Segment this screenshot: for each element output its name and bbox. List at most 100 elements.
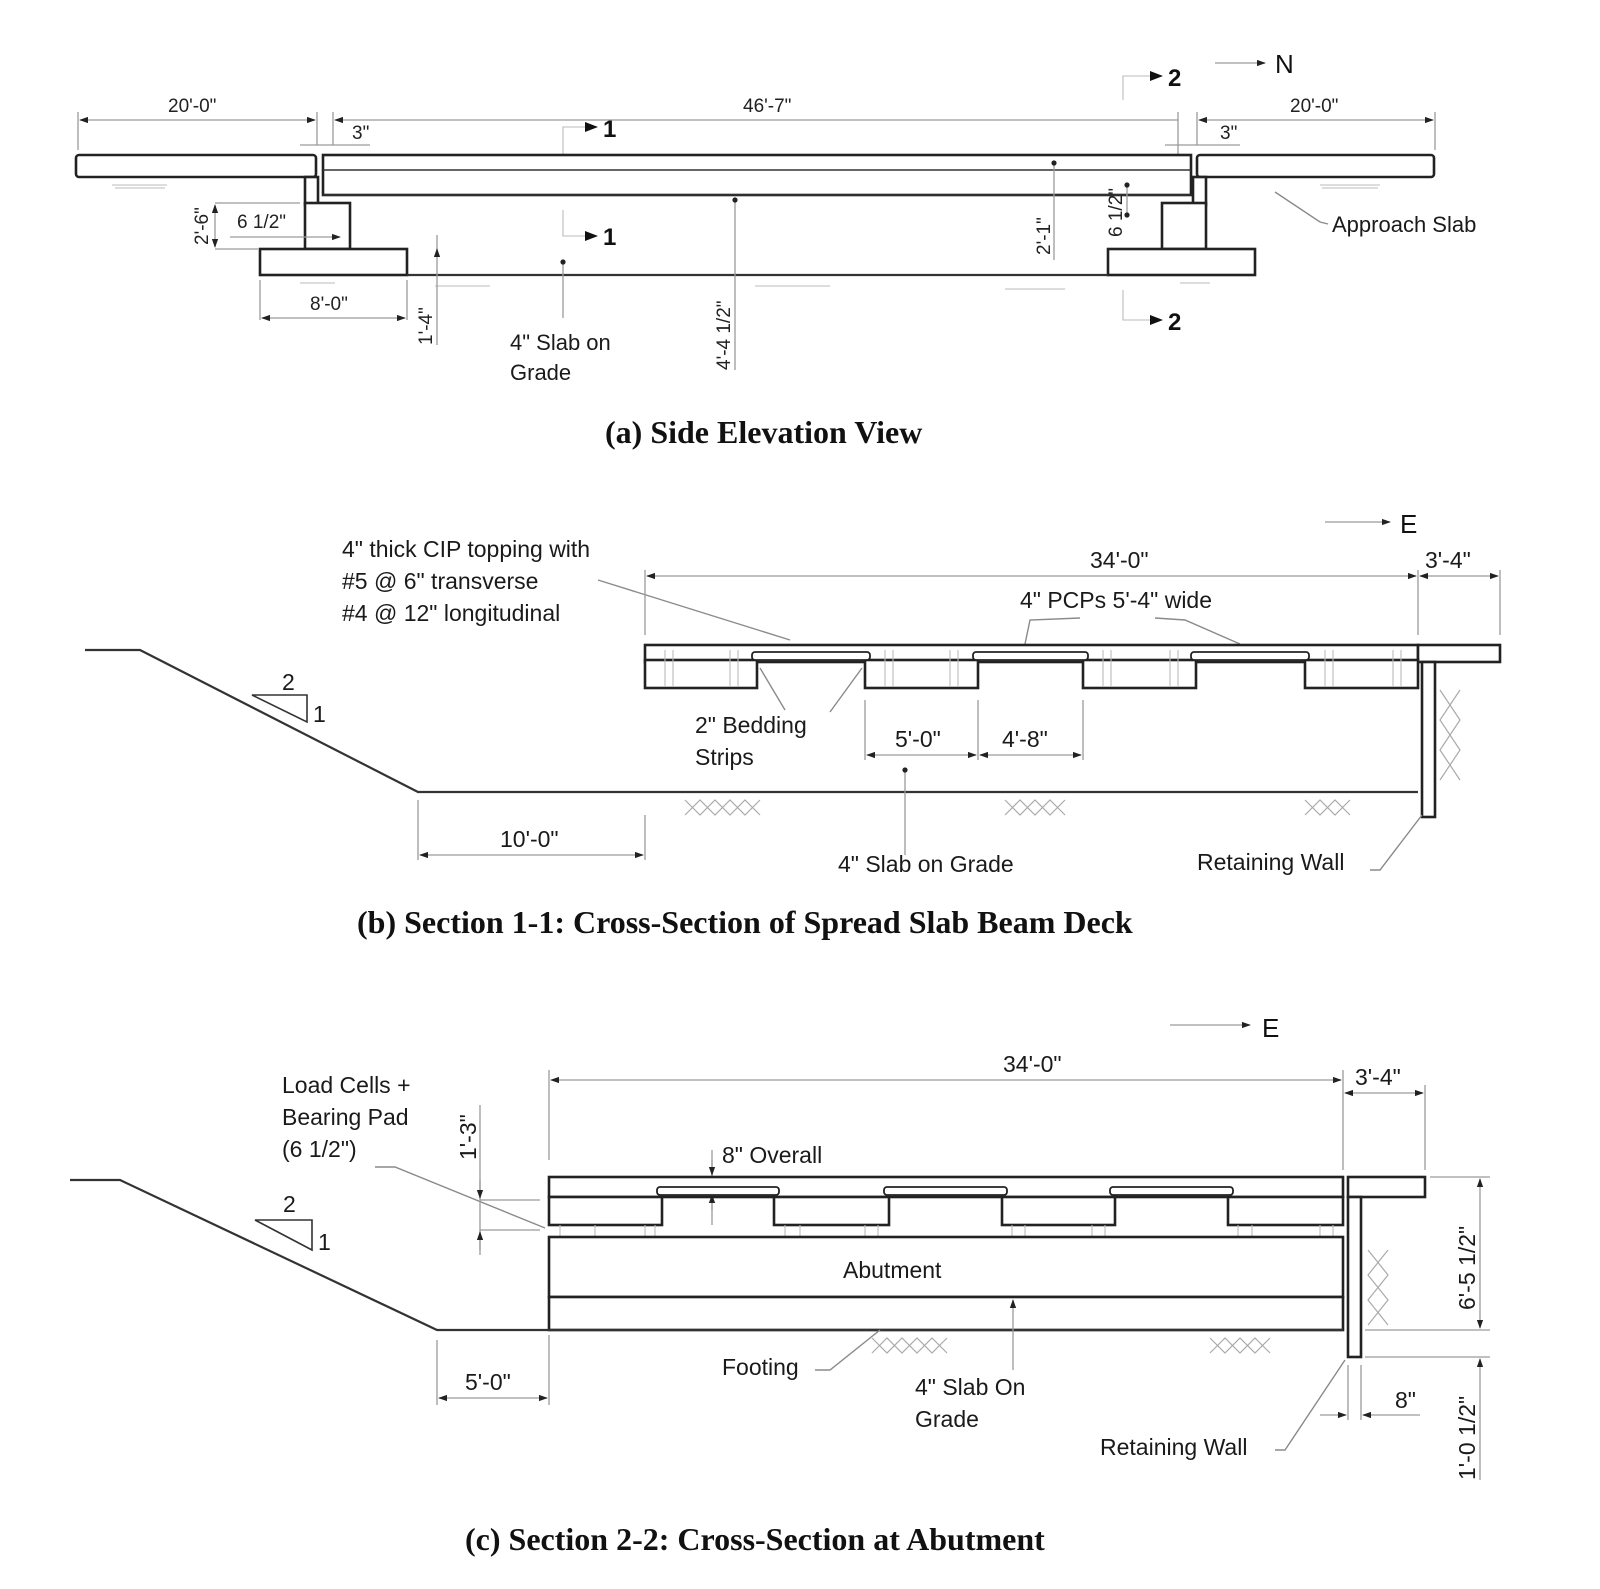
load-cells-label-2: Bearing Pad (282, 1104, 409, 1130)
topping-note-1: 4" thick CIP topping with (342, 536, 590, 562)
dim-left-approach: 20'-0" (168, 96, 216, 117)
dim-clear-height: 4'-4 1/2" (714, 300, 735, 370)
slab-on-grade-label-c-1: 4" Slab On (915, 1374, 1025, 1400)
pcp-panel (656, 1186, 780, 1196)
section-2-bottom-label: 2 (1168, 309, 1181, 336)
slab-on-grade-label-b: 4" Slab on Grade (838, 851, 1014, 877)
slab-beam (772, 1195, 891, 1227)
slope-run-b: 2 (282, 669, 295, 695)
dim-overhang-c: 3'-4" (1355, 1064, 1401, 1090)
slope-rise-c: 1 (318, 1229, 331, 1255)
section-mark-1: 1 1 (562, 116, 616, 251)
dim-deck-width-b: 34'-0" (1090, 547, 1149, 573)
retaining-wall-c (1346, 1195, 1363, 1359)
approach-slab-label: Approach Slab (1332, 212, 1476, 237)
slab-on-grade-label-1: 4" Slab on (510, 330, 611, 355)
dim-deck-width-c: 34'-0" (1003, 1051, 1062, 1077)
section-mark-2: 2 2 (1122, 65, 1181, 336)
right-bearing-seat (1160, 201, 1208, 251)
slope-indicator-b: 2 1 (251, 669, 326, 727)
load-cells-label-3: (6 1/2") (282, 1136, 357, 1162)
dim-wall-thickness: 8" (1395, 1387, 1416, 1413)
north-arrow: N (1215, 49, 1294, 79)
slope-indicator-c: 2 1 (254, 1191, 331, 1255)
dim-overall: 8" Overall (722, 1142, 822, 1168)
dim-bearing-right: 6 1/2" (1106, 188, 1127, 237)
dim-beam-depth: 2'-1" (1034, 217, 1055, 255)
caption-a: (a) Side Elevation View (605, 414, 922, 450)
dim-right-gap: 3" (1220, 123, 1237, 144)
dim-left-gap: 3" (352, 123, 369, 144)
dim-footing-width: 8'-0" (310, 294, 348, 315)
pcps-label: 4" PCPs 5'-4" wide (1020, 587, 1212, 613)
overhang-slab-b (1416, 643, 1502, 664)
slab-beam (1000, 1195, 1117, 1227)
dim-setback-b: 10'-0" (500, 826, 559, 852)
ground-profile-b (85, 648, 1418, 794)
dim-seat-height: 2'-6" (192, 207, 213, 245)
dim-span: 46'-7" (743, 96, 791, 117)
load-cells (559, 1225, 1334, 1237)
left-backwall (303, 175, 320, 207)
east-label-b: E (1400, 509, 1417, 539)
bedding-leader-1 (759, 667, 786, 711)
pcps-leader-1 (1024, 617, 1081, 645)
east-arrow-c: E (1170, 1013, 1279, 1043)
slope-run-c: 2 (283, 1191, 296, 1217)
dim-footing-depth: 1'-4" (416, 307, 437, 345)
retaining-wall-b (1420, 660, 1437, 819)
top-dimensions: 20'-0" 46'-7" 3" 20'-0" 3" (77, 96, 1436, 185)
retaining-wall-label-c: Retaining Wall (1100, 1434, 1247, 1460)
slab-on-grade-label-2: Grade (510, 360, 571, 385)
dim-bearing-height: 1'-3" (455, 1114, 481, 1160)
pcps-leader-2 (1154, 617, 1241, 645)
pcp-panel (751, 651, 871, 661)
soil-marks (112, 184, 1380, 290)
dim-setback-c: 5'-0" (465, 1369, 511, 1395)
left-approach-slab (74, 153, 318, 179)
load-cells-leader (375, 1166, 546, 1229)
slope-rise-b: 1 (313, 701, 326, 727)
left-footing (258, 247, 409, 277)
panel-section-1-1: E 4" thick CIP topping with #5 @ 6" tran… (85, 509, 1502, 940)
section-2-top-label: 2 (1168, 65, 1181, 92)
section-1-top-label: 1 (603, 116, 616, 143)
pcp-panel (1190, 651, 1310, 661)
retaining-wall-leader-c (1275, 1359, 1346, 1451)
slab-beam (547, 1195, 664, 1227)
right-footing (1106, 247, 1257, 277)
east-label-c: E (1262, 1013, 1279, 1043)
footing (547, 1295, 1345, 1332)
slab-on-grade-label-c-2: Grade (915, 1406, 979, 1432)
east-arrow-b: E (1325, 509, 1417, 539)
pcp-panel (972, 651, 1089, 661)
dim-bearing-left: 6 1/2" (237, 212, 286, 233)
dim-right-approach: 20'-0" (1290, 96, 1338, 117)
deck-section-b (643, 643, 1502, 690)
slab-beam (643, 658, 759, 690)
abutment (547, 1235, 1345, 1299)
dim-overhang-b: 3'-4" (1425, 547, 1471, 573)
right-backwall (1191, 175, 1208, 207)
overhang-slab-c (1346, 1175, 1427, 1199)
slab-beam (1226, 1195, 1345, 1227)
footing-leader (815, 1329, 881, 1371)
retaining-wall-leader-b (1370, 814, 1423, 871)
slab-beam (863, 658, 980, 690)
dim-wall-embed: 1'-0 1/2" (1454, 1396, 1480, 1480)
pcp-panel (1109, 1186, 1234, 1196)
caption-b: (b) Section 1-1: Cross-Section of Spread… (357, 904, 1133, 940)
pcp-panel (883, 1186, 1008, 1196)
topping-note-2: #5 @ 6" transverse (342, 568, 538, 594)
footing-label: Footing (722, 1354, 799, 1380)
panel-section-2-2: E 34'-0" 3'-4" Load Cells + Bearing Pad … (70, 1013, 1490, 1557)
right-approach-slab (1195, 153, 1436, 179)
soil-hatch-c (871, 1337, 1271, 1354)
dim-beam-gap: 4'-8" (1002, 726, 1048, 752)
deck-section-c (547, 1175, 1427, 1237)
soil-hatch-b (684, 799, 1351, 816)
retaining-wall-label-b: Retaining Wall (1197, 849, 1344, 875)
side-dimensions: 2'-6" 6 1/2" 8'-0" 1'-4" 4'-4 1/2" 2'-1"… (192, 160, 1130, 370)
section-1-bottom-label: 1 (603, 224, 616, 251)
left-bearing-seat (303, 201, 352, 251)
